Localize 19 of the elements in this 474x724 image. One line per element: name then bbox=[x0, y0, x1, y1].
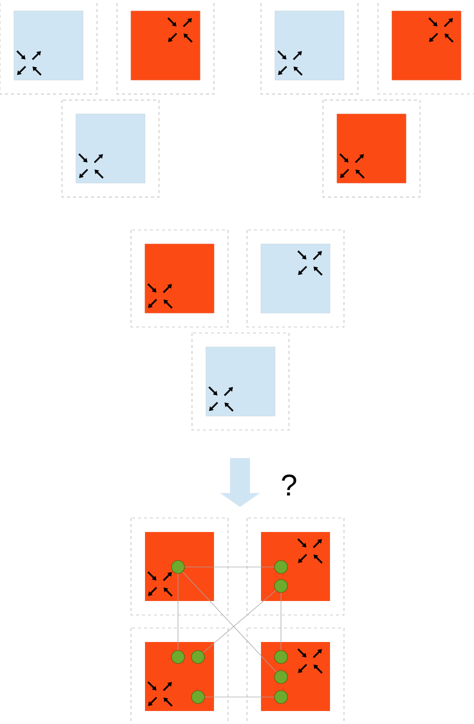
ball bbox=[274, 690, 288, 704]
connector-line bbox=[202, 590, 276, 653]
ball bbox=[274, 670, 288, 684]
connector-line bbox=[204, 696, 274, 698]
ball bbox=[191, 650, 205, 664]
ball bbox=[274, 579, 288, 593]
tile bbox=[130, 518, 228, 616]
tile bbox=[246, 518, 344, 616]
tile bbox=[130, 628, 228, 724]
connector-line bbox=[280, 592, 282, 650]
connector-line bbox=[182, 572, 277, 672]
ball bbox=[171, 560, 185, 574]
ball bbox=[171, 650, 185, 664]
question-mark: ? bbox=[282, 474, 296, 496]
ball bbox=[274, 650, 288, 664]
connector-line bbox=[184, 566, 274, 568]
tile bbox=[246, 628, 344, 724]
ball bbox=[191, 690, 205, 704]
ball bbox=[274, 560, 288, 574]
